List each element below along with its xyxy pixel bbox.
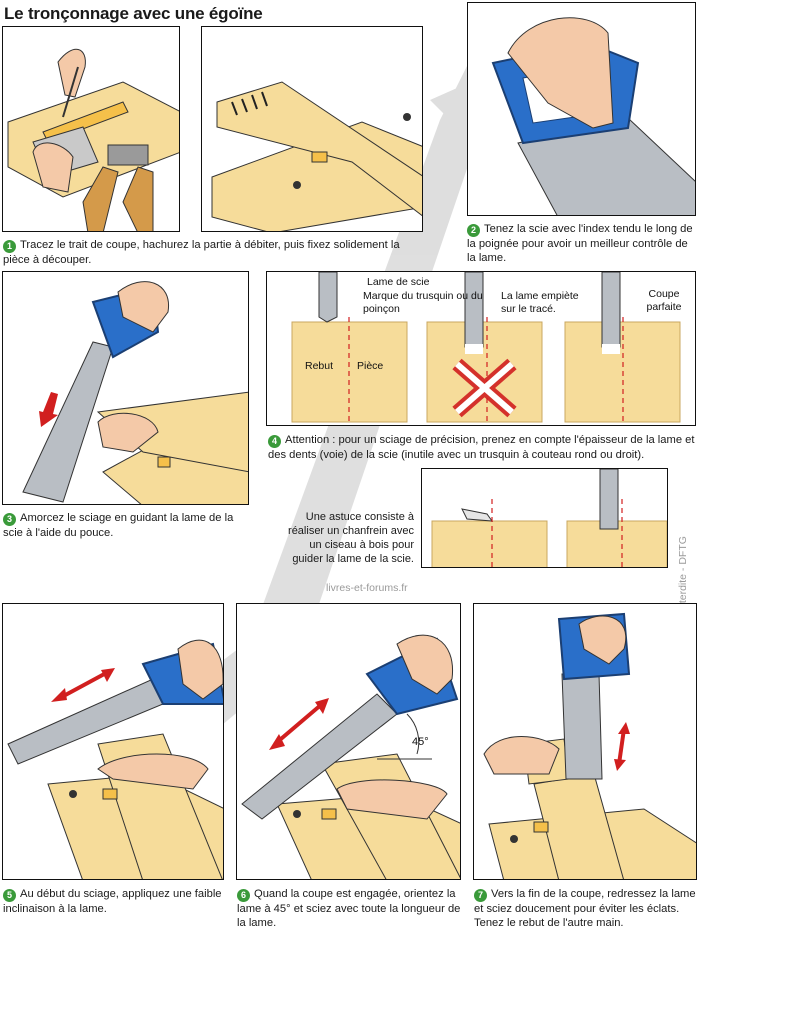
caption-text: Tenez la scie avec l'index tendu le long… [467,223,693,264]
step-number-badge: 6 [237,889,250,902]
step-number-badge: 7 [474,889,487,902]
caption-text: Attention : pour un sciage de précision,… [268,434,695,461]
panel-2-grip [467,2,696,216]
step-number-badge: 5 [3,889,16,902]
step-number-badge: 2 [467,224,480,237]
step-number-badge: 4 [268,435,281,448]
page-title: Le tronçonnage avec une égoïne [4,4,263,23]
panel-7-upright-finish [473,603,697,880]
panel-6-45-degrees: 45° [236,603,461,880]
tip-text: Une astuce consiste à réaliser un chanfr… [288,511,414,565]
step-number-badge: 1 [3,240,16,253]
panel-4-precision: Lame de scie Marque du trusquin ou du po… [266,271,696,426]
caption-text: Amorcez le sciage en guidant la lame de … [3,512,234,539]
step-number-badge: 3 [3,513,16,526]
label-perfect-cut: Coupe parfaite [646,288,682,313]
label-waste: Rebut [305,360,334,372]
caption-text: Quand la coupe est engagée, orientez la … [237,888,461,929]
caption-text: Au début du sciage, appliquez une faible… [3,888,222,915]
panel-3-start-cut [2,271,249,505]
label-marking: Marque du trusquin ou du poinçon [363,290,483,315]
panel-1-hatched-board [201,26,423,232]
label-overlap: La lame empiète sur le tracé. [501,290,579,315]
label-blade: Lame de scie [367,276,430,288]
watermark-site: livres-et-forums.fr [326,582,408,594]
panel-1-marking [2,26,180,232]
label-piece: Pièce [357,360,384,372]
caption-text: Vers la fin de la coupe, redressez la la… [474,888,696,929]
angle-label: 45° [412,736,429,748]
caption-text: Tracez le trait de coupe, hachurez la pa… [3,239,400,266]
panel-5-shallow-angle [2,603,224,880]
panel-tip-chamfer [421,468,668,568]
